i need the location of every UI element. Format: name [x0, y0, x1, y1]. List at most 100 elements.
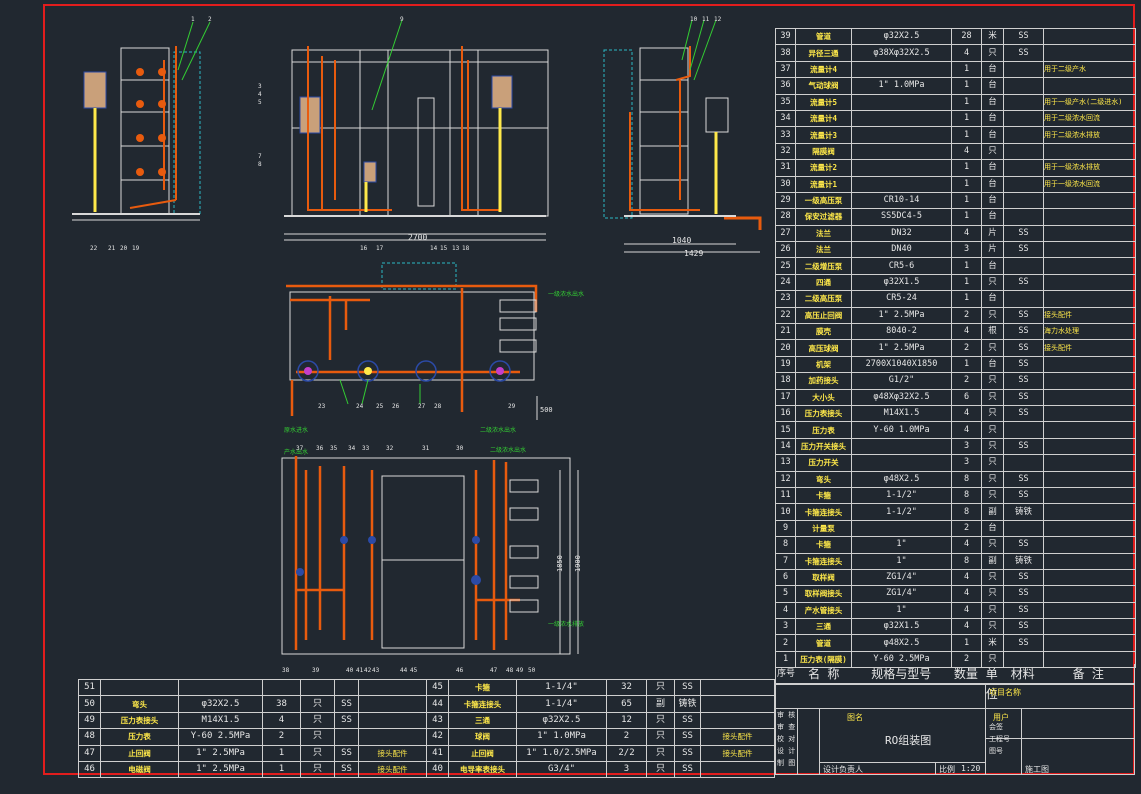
bom-cell-name: 卡箍连接头: [795, 552, 852, 570]
bom-cell-spec: Y-60 1.0MPa: [851, 421, 952, 439]
bom-cell-mat: SS: [1003, 306, 1044, 325]
bom-cell-spec: 1-1/2": [851, 503, 952, 521]
bottom-left-cell-spec: [178, 678, 263, 697]
bom-cell-name: 法兰: [795, 241, 852, 259]
bom-cell-unit: 台: [981, 175, 1004, 193]
bom-cell-qty: 1: [951, 634, 982, 652]
bom-cell-spec: [851, 519, 952, 538]
bom-header-mat: 材料: [1010, 667, 1035, 681]
bom-cell-spec: [851, 175, 952, 193]
bom-cell-note: [1043, 355, 1136, 374]
right-side-view: 1040 1429: [603, 46, 762, 258]
bottom-right-cell-note: 接头配件: [700, 728, 775, 746]
bom-cell-name: 流量计5: [795, 93, 852, 111]
bom-cell-qty: 2: [951, 519, 982, 538]
signoff-label: 图号: [989, 747, 1003, 755]
bom-cell-qty: 3: [951, 454, 982, 472]
bom-cell-mat: SS: [1003, 568, 1044, 587]
bom-cell-no: 37: [775, 60, 796, 79]
bom-cell-unit: 只: [981, 306, 1004, 325]
callout-number: 27: [418, 403, 426, 410]
bom-header-no: 序号: [776, 669, 795, 679]
bom-cell-name: 流量计4: [795, 109, 852, 128]
bom-header-note: 备 注: [1072, 667, 1104, 681]
bom-cell-no: 15: [775, 421, 796, 439]
bom-header-spec: 规格与型号: [871, 667, 932, 681]
bottom-left-cell-note: [358, 678, 427, 697]
bom-cell-unit: 只: [981, 388, 1004, 406]
callout-number: 33: [362, 445, 370, 452]
bom-cell-qty: 4: [951, 44, 982, 62]
project-label: 项目名称: [989, 688, 1021, 697]
bottom-right-cell-unit: 只: [646, 711, 675, 730]
callout-number: 35: [330, 445, 338, 452]
bom-cell-qty: 8: [951, 552, 982, 570]
bom-cell-note: [1043, 224, 1136, 243]
bom-cell-no: 10: [775, 503, 796, 521]
bom-cell-mat: SS: [1003, 355, 1044, 374]
callout-number: 22: [90, 245, 98, 252]
bottom-right-cell-no: 45: [426, 678, 449, 697]
bom-cell-spec: [851, 437, 952, 456]
bom-cell-qty: 4: [951, 601, 982, 620]
bom-cell-mat: SS: [1003, 585, 1044, 603]
bom-cell-mat: SS: [1003, 388, 1044, 406]
bom-cell-spec: [851, 159, 952, 177]
bom-cell-no: 5: [775, 585, 796, 603]
bom-cell-spec: [851, 93, 952, 111]
bom-cell-mat: [1003, 175, 1044, 193]
bom-cell-no: 32: [775, 142, 796, 161]
bom-cell-no: 39: [775, 27, 796, 46]
bottom-left-cell-spec: M14X1.5: [178, 711, 263, 730]
bottom-left-cell-unit: 只: [300, 744, 335, 762]
bom-cell-unit: 台: [981, 257, 1004, 275]
bom-cell-mat: SS: [1003, 404, 1044, 423]
bom-cell-note: 用于二级产水: [1043, 60, 1136, 79]
bom-cell-spec: 2700X1040X1850: [851, 355, 952, 374]
bom-cell-no: 26: [775, 241, 796, 259]
bom-cell-name: 保安过滤器: [795, 208, 852, 226]
callout-number: 21: [108, 245, 116, 252]
bom-cell-unit: 只: [981, 44, 1004, 62]
drain-label: 一级浓水排放: [548, 620, 584, 628]
bom-cell-mat: [1003, 60, 1044, 79]
bottom-right-cell-note: [700, 678, 775, 697]
bom-cell-qty: 28: [951, 27, 982, 46]
bom-cell-no: 9: [775, 519, 796, 538]
bottom-right-cell-spec: 1-1/4": [516, 695, 607, 713]
bottom-left-cell-no: 47: [78, 744, 101, 762]
callout-number: 37: [296, 445, 304, 452]
bom-cell-no: 20: [775, 339, 796, 357]
bom-cell-no: 22: [775, 306, 796, 325]
callout-number: 19: [132, 245, 140, 252]
bom-cell-note: [1043, 568, 1136, 587]
bom-cell-qty: 4: [951, 536, 982, 554]
bottom-left-cell-spec: φ32X2.5: [178, 695, 263, 713]
bom-cell-qty: 4: [951, 618, 982, 636]
bottom-left-cell-unit: 只: [300, 728, 335, 746]
bom-cell-note: [1043, 437, 1136, 456]
bottom-left-cell-name: [100, 678, 179, 697]
bom-cell-name: 弯头: [795, 470, 852, 488]
bom-cell-unit: 台: [981, 93, 1004, 111]
bottom-right-cell-unit: 只: [646, 678, 675, 697]
bom-cell-qty: 8: [951, 470, 982, 488]
bom-cell-name: 管道: [795, 27, 852, 46]
designer-label: 设计负责人: [823, 765, 863, 774]
plan-dim: 500: [540, 406, 553, 414]
bom-cell-unit: 只: [981, 536, 1004, 554]
